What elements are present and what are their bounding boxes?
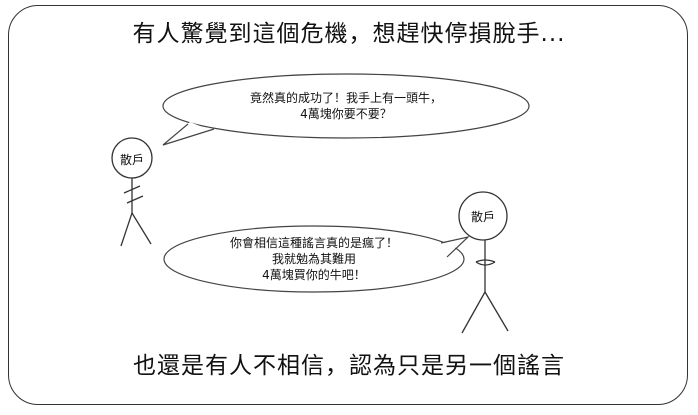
speaker-left-label: 散戶 [119,153,144,167]
speech-line: 你會相信這種謠言真的是瘋了！ [229,236,398,250]
speech-line: 竟然真的成功了！我手上有一頭牛， [249,91,442,105]
comic-panel [8,5,688,405]
speech-text-right: 你會相信這種謠言真的是瘋了！ 我就勉為其難用 4萬塊買你的牛吧！ [194,235,434,283]
stick-figure-right [458,191,509,334]
panel-caption: 也還是有人不相信，認為只是另一個謠言 [133,353,565,379]
speech-bubble-left [162,73,530,146]
speech-bubble-right [163,225,470,293]
speaker-right-label: 散戶 [470,210,495,224]
speech-line: 4萬塊買你的牛吧！ [262,268,366,282]
panel-title: 有人驚覺到這個危機，想趕快停損脫手... [132,21,566,47]
speech-line: 我就勉為其難用 [271,252,356,266]
stick-figure-left [111,137,153,247]
speech-text-left: 竟然真的成功了！我手上有一頭牛， 4萬塊你要不要？ [196,90,496,122]
speech-line: 4萬塊你要不要？ [300,107,392,121]
